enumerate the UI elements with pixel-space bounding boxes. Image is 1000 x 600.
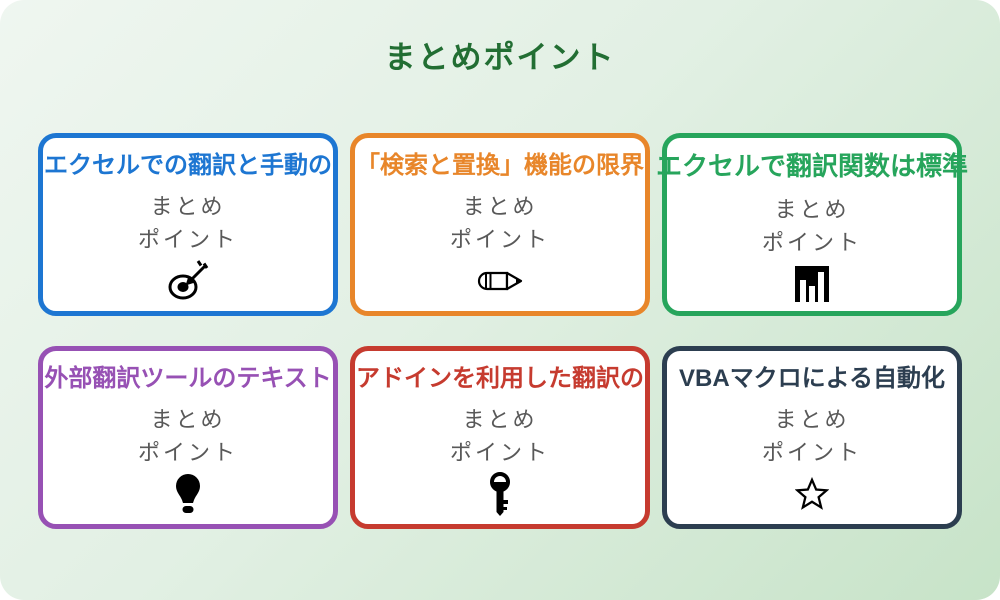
target-icon bbox=[166, 259, 210, 303]
card-subtitle-line2: ポイント bbox=[761, 440, 862, 466]
card-title: エクセルでの翻訳と手動の bbox=[44, 152, 332, 179]
card-subtitle-line1: まとめ bbox=[462, 194, 538, 220]
card-title: アドインを利用した翻訳の bbox=[356, 365, 644, 392]
card-subtitle-line1: まとめ bbox=[150, 194, 226, 220]
card-subtitle-line2: ポイント bbox=[449, 227, 550, 253]
card-subtitle-line1: まとめ bbox=[462, 407, 538, 433]
star-icon bbox=[795, 472, 829, 516]
key-icon bbox=[482, 472, 518, 517]
page-title: まとめポイント bbox=[384, 40, 616, 75]
card-translation-function-standard: エクセルで翻訳関数は標準 まとめ ポイント bbox=[656, 133, 968, 316]
card-external-translation-tools: 外部翻訳ツールのテキスト まとめ ポイント bbox=[38, 346, 338, 529]
card-title: VBAマクロによる自動化 bbox=[679, 365, 945, 392]
card-title: 外部翻訳ツールのテキスト bbox=[44, 365, 332, 392]
card-addin-translation: アドインを利用した翻訳の まとめ ポイント bbox=[350, 346, 650, 529]
card-subtitle-line1: まとめ bbox=[774, 407, 850, 433]
card-subtitle-line1: まとめ bbox=[774, 196, 850, 222]
lightbulb-icon bbox=[168, 472, 208, 516]
card-subtitle-line2: ポイント bbox=[449, 440, 550, 466]
cards-grid: エクセルでの翻訳と手動の まとめ ポイント 「検索と置換」機能の限界 まとめ ポ… bbox=[0, 133, 1000, 529]
card-vba-automation: VBAマクロによる自動化 まとめ ポイント bbox=[662, 346, 962, 529]
card-search-replace-limits: 「検索と置換」機能の限界 まとめ ポイント bbox=[350, 133, 650, 316]
card-subtitle-line2: ポイント bbox=[761, 229, 862, 255]
card-subtitle-line2: ポイント bbox=[137, 440, 238, 466]
card-subtitle-line2: ポイント bbox=[137, 227, 238, 253]
card-subtitle-line1: まとめ bbox=[150, 407, 226, 433]
card-title: エクセルで翻訳関数は標準 bbox=[656, 151, 969, 181]
bar-chart-icon bbox=[792, 262, 832, 306]
card-title: 「検索と置換」機能の限界 bbox=[356, 152, 644, 179]
card-excel-manual-translation: エクセルでの翻訳と手動の まとめ ポイント bbox=[38, 133, 338, 316]
pencil-icon bbox=[474, 259, 526, 303]
